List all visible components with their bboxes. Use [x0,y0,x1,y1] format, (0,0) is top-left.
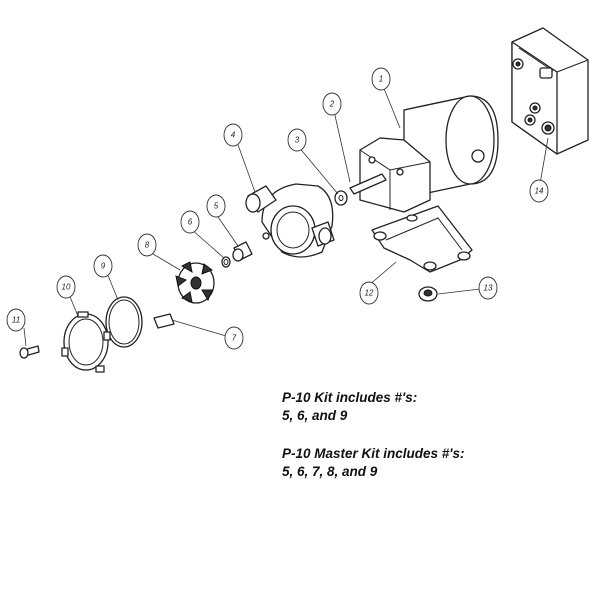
callout-10: 10 [56,275,76,299]
callout-2: 2 [322,92,342,116]
callout-7-label: 7 [232,334,237,343]
callout-5-label: 5 [214,202,219,211]
callout-2-label: 2 [329,100,335,109]
callout-9: 9 [93,254,113,278]
callout-13: 13 [478,276,498,300]
kit-p10-parts: 5, 6, and 9 [282,408,348,423]
part-10-cover-plate [61,311,111,373]
callout-10-label: 10 [62,283,71,292]
part-14-control-box [511,27,589,155]
callout-3-label: 3 [295,136,300,145]
part-5-drain-plug [232,241,253,262]
callout-3: 3 [287,128,307,152]
callout-8: 8 [137,233,157,257]
part-4-pump-head [245,183,335,258]
part-13-nut [418,286,438,302]
callout-4-label: 4 [231,131,236,140]
kit-p10: P-10 Kit includes #'s: 5, 6, and 9 [282,389,417,425]
part-6-o-ring [221,256,231,268]
callout-9-label: 9 [101,262,106,271]
callout-5: 5 [206,194,226,218]
kit-p10-master-title: P-10 Master Kit includes #'s: [282,446,465,461]
callout-1-label: 1 [379,75,383,84]
part-9-gasket [105,296,143,348]
callout-7: 7 [224,326,244,350]
kit-p10-master-parts: 5, 6, 7, 8, and 9 [282,464,378,479]
part-11-screw [19,345,40,359]
part-8-impeller [175,261,215,304]
callout-1: 1 [371,67,391,91]
callout-11-label: 11 [12,316,20,325]
part-3-washer [334,190,348,206]
part-12-mounting-bracket [371,205,473,273]
callout-6-label: 6 [188,218,193,227]
part-1-motor [359,95,499,213]
callout-6: 6 [180,210,200,234]
kit-p10-master: P-10 Master Kit includes #'s: 5, 6, 7, 8… [282,445,465,481]
callout-12-label: 12 [365,289,374,298]
callout-14: 14 [529,179,549,203]
callout-11: 11 [6,308,26,332]
part-2-shaft [349,173,387,195]
callout-8-label: 8 [145,241,150,250]
callout-13-label: 13 [484,284,493,293]
kit-p10-title: P-10 Kit includes #'s: [282,390,418,405]
part-7-cam [153,313,175,329]
callout-12: 12 [359,281,379,305]
callout-14-label: 14 [535,187,544,196]
callout-4: 4 [223,123,243,147]
